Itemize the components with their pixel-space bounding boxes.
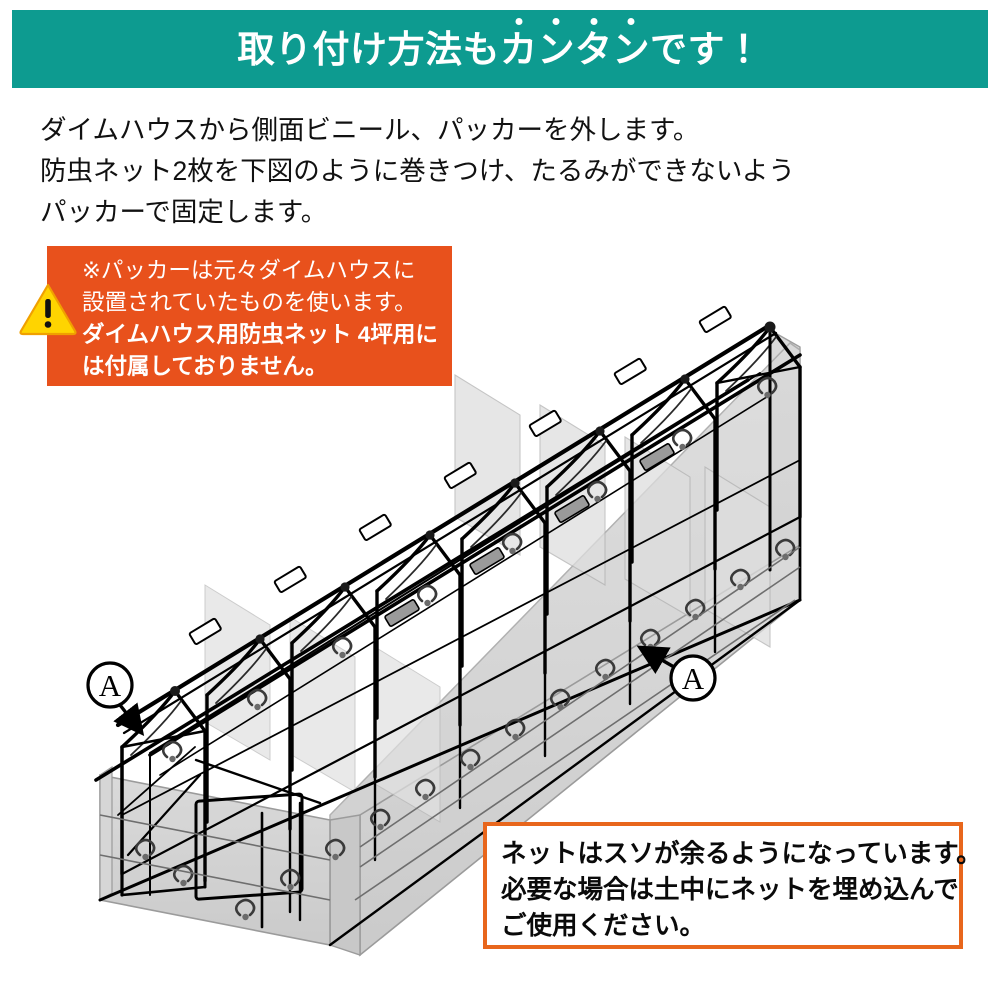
header-banner: 取り付け方法もカンタンです！ [12,10,988,88]
callout-marker-right: A [636,645,717,702]
warning-line-3: ダイムハウス用防虫ネット 4坪用に [82,322,438,347]
intro-line-2: 防虫ネット2枚を下図のように巻きつけ、たるみができないよう [40,156,795,186]
page-title-pre: 取り付け方法も [237,28,500,70]
callout-line-3: ご使用ください。 [501,912,706,940]
callout-marker-left: A [86,661,145,737]
greenhouse-assembly-diagram: A A [0,255,1000,975]
warning-line-2: 設置されていたものを使います。 [82,290,417,315]
page-title-emphasis: カンタン [500,28,650,70]
warning-note-box: ※パッカーは元々ダイムハウスに 設置されていたものを使います。 ダイムハウス用防… [47,246,452,386]
page-title: 取り付け方法もカンタンです！ [238,31,763,68]
callout-line-1: ネットはスソが余るようになっています。 [501,840,982,868]
intro-line-1: ダイムハウスから側面ビニール、パッカーを外します。 [40,115,700,145]
net-edge-lines [99,546,801,901]
marker-right-label: A [682,661,705,696]
warning-line-1: ※パッカーは元々ダイムハウスに [82,258,416,283]
pipe-clamps [170,305,776,696]
intro-line-3: パッカーで固定します。 [40,197,328,227]
marker-left-label: A [99,668,122,703]
warning-triangle-icon [19,283,77,336]
callout-line-2: 必要な場合は土中にネットを埋め込んで [501,876,959,904]
bottom-note-box: ネットはスソが余るようになっています。 必要な場合は土中にネットを埋め込んで ご… [483,822,982,949]
warning-line-4: は付属しておりません。 [82,354,328,379]
page-title-post: です！ [650,28,763,70]
intro-paragraph: ダイムハウスから側面ビニール、パッカーを外します。 防虫ネット2枚を下図のように… [40,110,940,233]
